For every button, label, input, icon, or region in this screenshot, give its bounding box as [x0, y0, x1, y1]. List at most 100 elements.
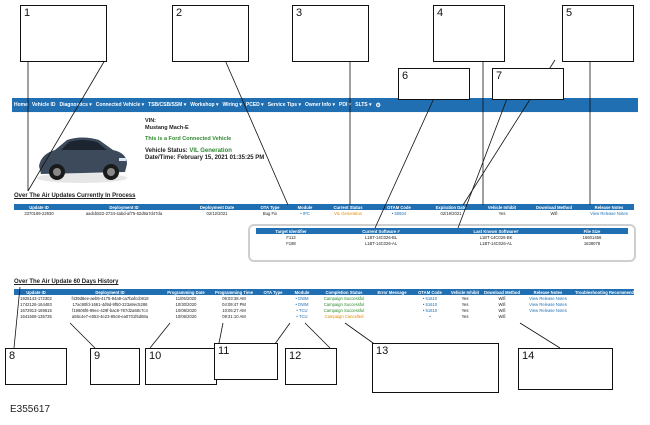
- vehicle-inhibit: Yes: [461, 307, 469, 313]
- col-header: Deployment ID: [58, 289, 162, 295]
- nav-slts[interactable]: SLTS ▾: [355, 102, 372, 108]
- otam-code-link[interactable]: •: [429, 313, 431, 319]
- vehicle-status: Vehicle Status: VIL Generation: [145, 148, 264, 155]
- module-link[interactable]: • TCU: [296, 313, 308, 319]
- nav-tsb[interactable]: TSB/CSB/SSM ▾: [148, 102, 187, 108]
- deployment-id: 17ac90fd-1661-4d9d-9f50-223a9ec5286: [72, 301, 148, 307]
- nav-wiring[interactable]: Wiring ▾: [222, 102, 242, 108]
- nav-pced[interactable]: PCED ▾: [245, 102, 264, 108]
- nav-connected-vehicle[interactable]: Connected Vehicle ▾: [95, 102, 145, 108]
- col-header: Vehicle Inhibit: [480, 204, 524, 210]
- current-software: L1BT-14C026-AL: [364, 240, 398, 246]
- col-header: Module: [288, 289, 316, 295]
- col-header: Release Notes: [522, 289, 574, 295]
- completion-status: Campaign Cancelled: [324, 313, 364, 319]
- vehicle-inhibit: Yes: [498, 210, 506, 216]
- release-notes-link[interactable]: View Release Notes: [529, 295, 567, 301]
- callout-9: 9: [90, 348, 140, 385]
- programming-time: 06:03:38 AM: [222, 295, 246, 301]
- completion-status: Campaign Successful: [323, 301, 365, 307]
- programming-time: 04:09:47 PM: [222, 301, 246, 307]
- callout-7: 7: [492, 68, 564, 100]
- col-header: OTA Type: [250, 204, 290, 210]
- programming-time: 09:31:10 AM: [222, 313, 246, 319]
- programming-date: 11/05/2020: [175, 295, 197, 301]
- otam-code-link[interactable]: • 50604: [391, 210, 407, 216]
- col-header: Troubleshooting Recommendations: [574, 289, 634, 295]
- completion-status: Campaign Successful: [323, 307, 365, 313]
- status-datetime: Date/Time: February 15, 2021 01:35:25 PM: [145, 155, 265, 161]
- module-link[interactable]: • DWM: [295, 301, 309, 307]
- callout-1: 1: [20, 5, 107, 62]
- top-nav: Home Vehicle ID Diagnostics ▾ Connected …: [12, 98, 638, 112]
- vehicle-inhibit: Yes: [461, 295, 469, 301]
- target-identifier: F113: [286, 234, 296, 240]
- nav-diagnostics[interactable]: Diagnostics ▾: [59, 102, 92, 108]
- in-process-title: Over The Air Updates Currently In Proces…: [14, 193, 136, 199]
- callout-11: 11: [214, 343, 278, 380]
- connected-vehicle-note: This is a Ford Connected Vehicle: [145, 136, 232, 142]
- update-id: 1742126-164483: [20, 301, 52, 307]
- target-identifier: F188: [286, 240, 296, 246]
- vehicle-status-value: VIL Generation: [189, 148, 232, 154]
- programming-time: 10:05:27 AM: [222, 307, 246, 313]
- callout-5: 5: [562, 5, 634, 62]
- table-row: 1742126-164483 17ac90fd-1661-4d9d-9f50-2…: [14, 301, 634, 307]
- history-title: Over The Air Update 60 Days History: [14, 279, 119, 285]
- download-method: Wifi: [550, 210, 558, 216]
- history-header: Update ID Deployment ID Programming Date…: [14, 289, 634, 295]
- callout-4: 4: [433, 5, 505, 62]
- otam-code-link[interactable]: • 51610: [422, 301, 438, 307]
- nav-workshop[interactable]: Workshop ▾: [190, 102, 219, 108]
- otam-code-link[interactable]: • 51610: [422, 307, 438, 313]
- table-row: 1672913-169615 f19606f6-99ec-429f-bac8-7…: [14, 307, 634, 313]
- gear-icon[interactable]: ⚙: [375, 102, 381, 109]
- deployment-id: aadcb822-2734-4abd-af75-62d9a7d47da: [85, 210, 163, 216]
- expiration-date: 02/19/2021: [440, 210, 462, 216]
- col-header: Deployment Date: [184, 204, 250, 210]
- col-header: Current Status: [320, 204, 376, 210]
- update-id: 1925143-172302: [20, 295, 52, 301]
- otam-code-link[interactable]: • 51610: [422, 295, 438, 301]
- ota-type: Bug Fix: [262, 210, 278, 216]
- module-link[interactable]: • TCU: [296, 307, 308, 313]
- release-notes-link[interactable]: View Release Notes: [529, 307, 567, 313]
- vehicle-inhibit: Yes: [461, 301, 469, 307]
- nav-pdi[interactable]: PDI ▾: [339, 102, 352, 108]
- col-header: Download Method: [482, 289, 522, 295]
- module-link[interactable]: • DWM: [295, 295, 309, 301]
- programming-date: 10/30/2020: [175, 301, 197, 307]
- col-header: Expiration Date: [422, 204, 480, 210]
- col-header: Target Identifier: [256, 228, 326, 234]
- download-method: Wifi: [498, 313, 506, 319]
- col-header: File Size: [556, 228, 628, 234]
- module-link[interactable]: • IPC: [300, 210, 310, 216]
- callout-12: 12: [285, 348, 337, 385]
- col-header: Last Known Software#: [436, 228, 556, 234]
- release-notes-link[interactable]: View Release Notes: [529, 301, 567, 307]
- download-method: Wifi: [498, 295, 506, 301]
- vehicle-info: VIN: Mustang Mach-E This is a Ford Conne…: [145, 118, 264, 162]
- table-row: 1641508-135735 a56c4e7-e053-4e23-85c8-ea…: [14, 313, 634, 319]
- col-header: Download Method: [524, 204, 584, 210]
- deployment-id: f19606f6-99ec-429f-bac8-767d2a68c7c4: [72, 307, 148, 313]
- vin-label: VIN:: [145, 118, 156, 124]
- deployment-id: a56c4e7-e053-4e23-85c8-ea0701f6d68a: [71, 313, 149, 319]
- software-table: Target Identifier Current Software # Las…: [256, 228, 628, 246]
- nav-home[interactable]: Home: [14, 102, 28, 108]
- nav-vehicle-id[interactable]: Vehicle ID: [31, 102, 56, 108]
- download-method: Wifi: [498, 301, 506, 307]
- callout-3: 3: [292, 5, 369, 62]
- table-row: 2370189-22930 aadcb822-2734-4abd-af75-62…: [14, 210, 634, 216]
- programming-date: 10/06/2020: [175, 313, 197, 319]
- callout-2: 2: [172, 5, 249, 62]
- nav-service-tips[interactable]: Service Tips ▾: [267, 102, 301, 108]
- nav-owner-info[interactable]: Owner Info ▾: [304, 102, 335, 108]
- update-id: 2370189-22930: [24, 210, 54, 216]
- update-id: 1641508-135735: [20, 313, 52, 319]
- col-header: Current Software #: [326, 228, 436, 234]
- release-notes-link[interactable]: View Release Notes: [590, 210, 628, 216]
- col-header: Module: [290, 204, 320, 210]
- col-header: OTAM Code: [376, 204, 422, 210]
- callout-13: 13: [372, 343, 499, 393]
